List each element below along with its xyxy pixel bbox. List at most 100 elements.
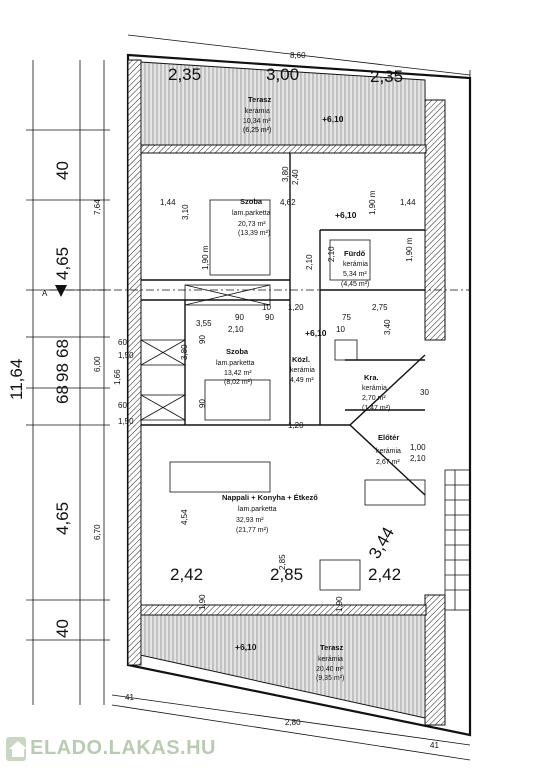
plan-element: (9,35 m²) <box>316 675 344 682</box>
dim-top-right: 2,35 <box>370 67 403 86</box>
dim-small: 2,10 <box>228 325 244 334</box>
plan-element: (8,02 m²) <box>224 379 252 386</box>
dim-small: 1,20 <box>288 303 304 312</box>
plan-element: kerámia <box>245 108 270 115</box>
dim-small: 90 <box>235 313 244 322</box>
plan-element <box>55 285 67 297</box>
plan-element <box>111 694 471 746</box>
dim-small: 1,44 <box>400 198 416 207</box>
plan-element <box>127 34 471 76</box>
dim-small: 2,10 <box>410 454 426 463</box>
dim-left-d: 98 <box>53 363 72 382</box>
dim-small: 2,10 <box>305 254 314 270</box>
dim-left-b: 4,65 <box>53 247 72 280</box>
dim-bottom-41-right: 41 <box>430 741 439 750</box>
plan-element <box>349 354 426 426</box>
dim-small: 1,90 <box>335 596 344 612</box>
plan-element <box>349 424 426 496</box>
dim-small: 4,54 <box>180 509 189 525</box>
site-logo: ELADO.LAKAS.HU <box>6 735 216 762</box>
plan-element <box>140 339 186 366</box>
dim-small: 10 <box>336 325 345 334</box>
dim-small: 2,75 <box>372 303 388 312</box>
room-szoba-lower: Szoba lam.parketta 13,42 m² (8,02 m²) <box>216 347 255 386</box>
plan-element <box>184 284 271 306</box>
dim-small: 1,20 <box>288 421 304 430</box>
plan-element: (13,39 m²) <box>238 230 270 237</box>
bathtub <box>329 239 371 281</box>
plan-element: 20,73 m² <box>238 221 266 228</box>
plan-element: Fürdő <box>344 249 366 258</box>
plan-element: (4,45 m²) <box>341 281 369 288</box>
plan-element: lam.parketta <box>232 210 271 217</box>
room-furdo: Fürdő kerámia 5,34 m² (4,45 m²) <box>341 249 369 288</box>
dim-small: 60 <box>118 338 127 347</box>
plan-element: (21,77 m²) <box>236 527 268 534</box>
room-szoba-upper: Szoba lam.parketta 20,73 m² (13,39 m²) <box>232 197 271 237</box>
dim-left-total: 11,64 <box>7 359 26 400</box>
plan-element: (6,25 m²) <box>243 127 271 134</box>
dim-section-mark: A <box>42 289 48 298</box>
dim-top-total: 8,60 <box>290 51 306 60</box>
plan-element: kerámia <box>343 261 368 268</box>
plan-element <box>444 469 471 611</box>
building-outline <box>126 53 472 737</box>
toilet <box>334 339 358 361</box>
plan-element: Közl. <box>292 355 310 364</box>
dim-small: 1,50 <box>118 351 134 360</box>
plan-element: 10,34 m² <box>243 118 271 125</box>
plan-element: kerámia <box>376 448 401 455</box>
section-line <box>50 285 470 297</box>
dim-small: 3,40 <box>383 319 392 335</box>
dim-left-a: 40 <box>53 161 72 180</box>
plan-element: kerámia <box>318 656 343 663</box>
kitchen-counter <box>364 479 426 506</box>
room-kra: Kra. kerámia 2,70 m² (1,47 m²) <box>362 373 390 412</box>
bed-lower <box>204 379 271 421</box>
plan-element: 4,49 m² <box>290 377 314 384</box>
plan-element: kerámia <box>290 367 315 374</box>
room-terasz-bottom: Terasz kerámia 20,40 m² (9,35 m²) <box>316 643 344 682</box>
plan-element: Terasz <box>248 95 271 104</box>
dim-mid-285: 2,85 <box>270 565 303 584</box>
dim-small: 75 <box>342 313 351 322</box>
dim-small: 1,00 <box>410 443 426 452</box>
dim-small: 1,50 <box>118 417 134 426</box>
dim-inner-670: 6,70 <box>93 524 102 540</box>
bottom-dimension-lines <box>111 694 471 761</box>
furniture <box>140 199 426 591</box>
dim-top-left: 2,35 <box>168 65 201 84</box>
dim-inner-764: 7,64 <box>93 199 102 215</box>
dim-small: 2,40 <box>291 169 300 185</box>
wardrobe-1 <box>184 284 271 306</box>
dim-small: 90 <box>198 335 207 344</box>
plan-element <box>140 394 186 421</box>
plan-element: 20,40 m² <box>316 666 344 673</box>
dim-small: 1,90 m <box>405 237 414 262</box>
house-icon <box>6 736 27 761</box>
dim-bottom-total: 2,80 <box>285 718 301 727</box>
room-nappali: Nappali + Konyha + Étkező lam.parketta 3… <box>222 493 318 534</box>
level-bottom: +6,10 <box>235 642 257 652</box>
dim-left-f: 4,65 <box>53 502 72 535</box>
level-hall: +6,10 <box>305 328 327 338</box>
plan-element: 2,67 m² <box>376 459 400 466</box>
plan-element <box>111 704 471 761</box>
plan-element: Előtér <box>378 433 399 442</box>
dim-top-mid: 3,00 <box>266 65 299 84</box>
dining-table <box>319 559 361 591</box>
dim-small: 3,10 <box>181 204 190 220</box>
dim-mid-242-right: 2,42 <box>368 565 401 584</box>
dim-small: 3,80 <box>180 344 189 360</box>
bed-upper <box>209 199 271 276</box>
plan-element: Nappali + Konyha + Étkező <box>222 493 318 502</box>
wardrobe-2 <box>140 339 186 366</box>
plan-element: 2,70 m² <box>362 395 386 402</box>
plan-element: 13,42 m² <box>224 370 252 377</box>
dim-small: 30 <box>420 388 429 397</box>
level-top: +6,10 <box>322 114 344 124</box>
sofa <box>169 461 271 493</box>
room-terasz-top: Terasz kerámia 10,34 m² (6,25 m²) <box>243 95 271 134</box>
plan-element: 32,93 m² <box>236 517 264 524</box>
